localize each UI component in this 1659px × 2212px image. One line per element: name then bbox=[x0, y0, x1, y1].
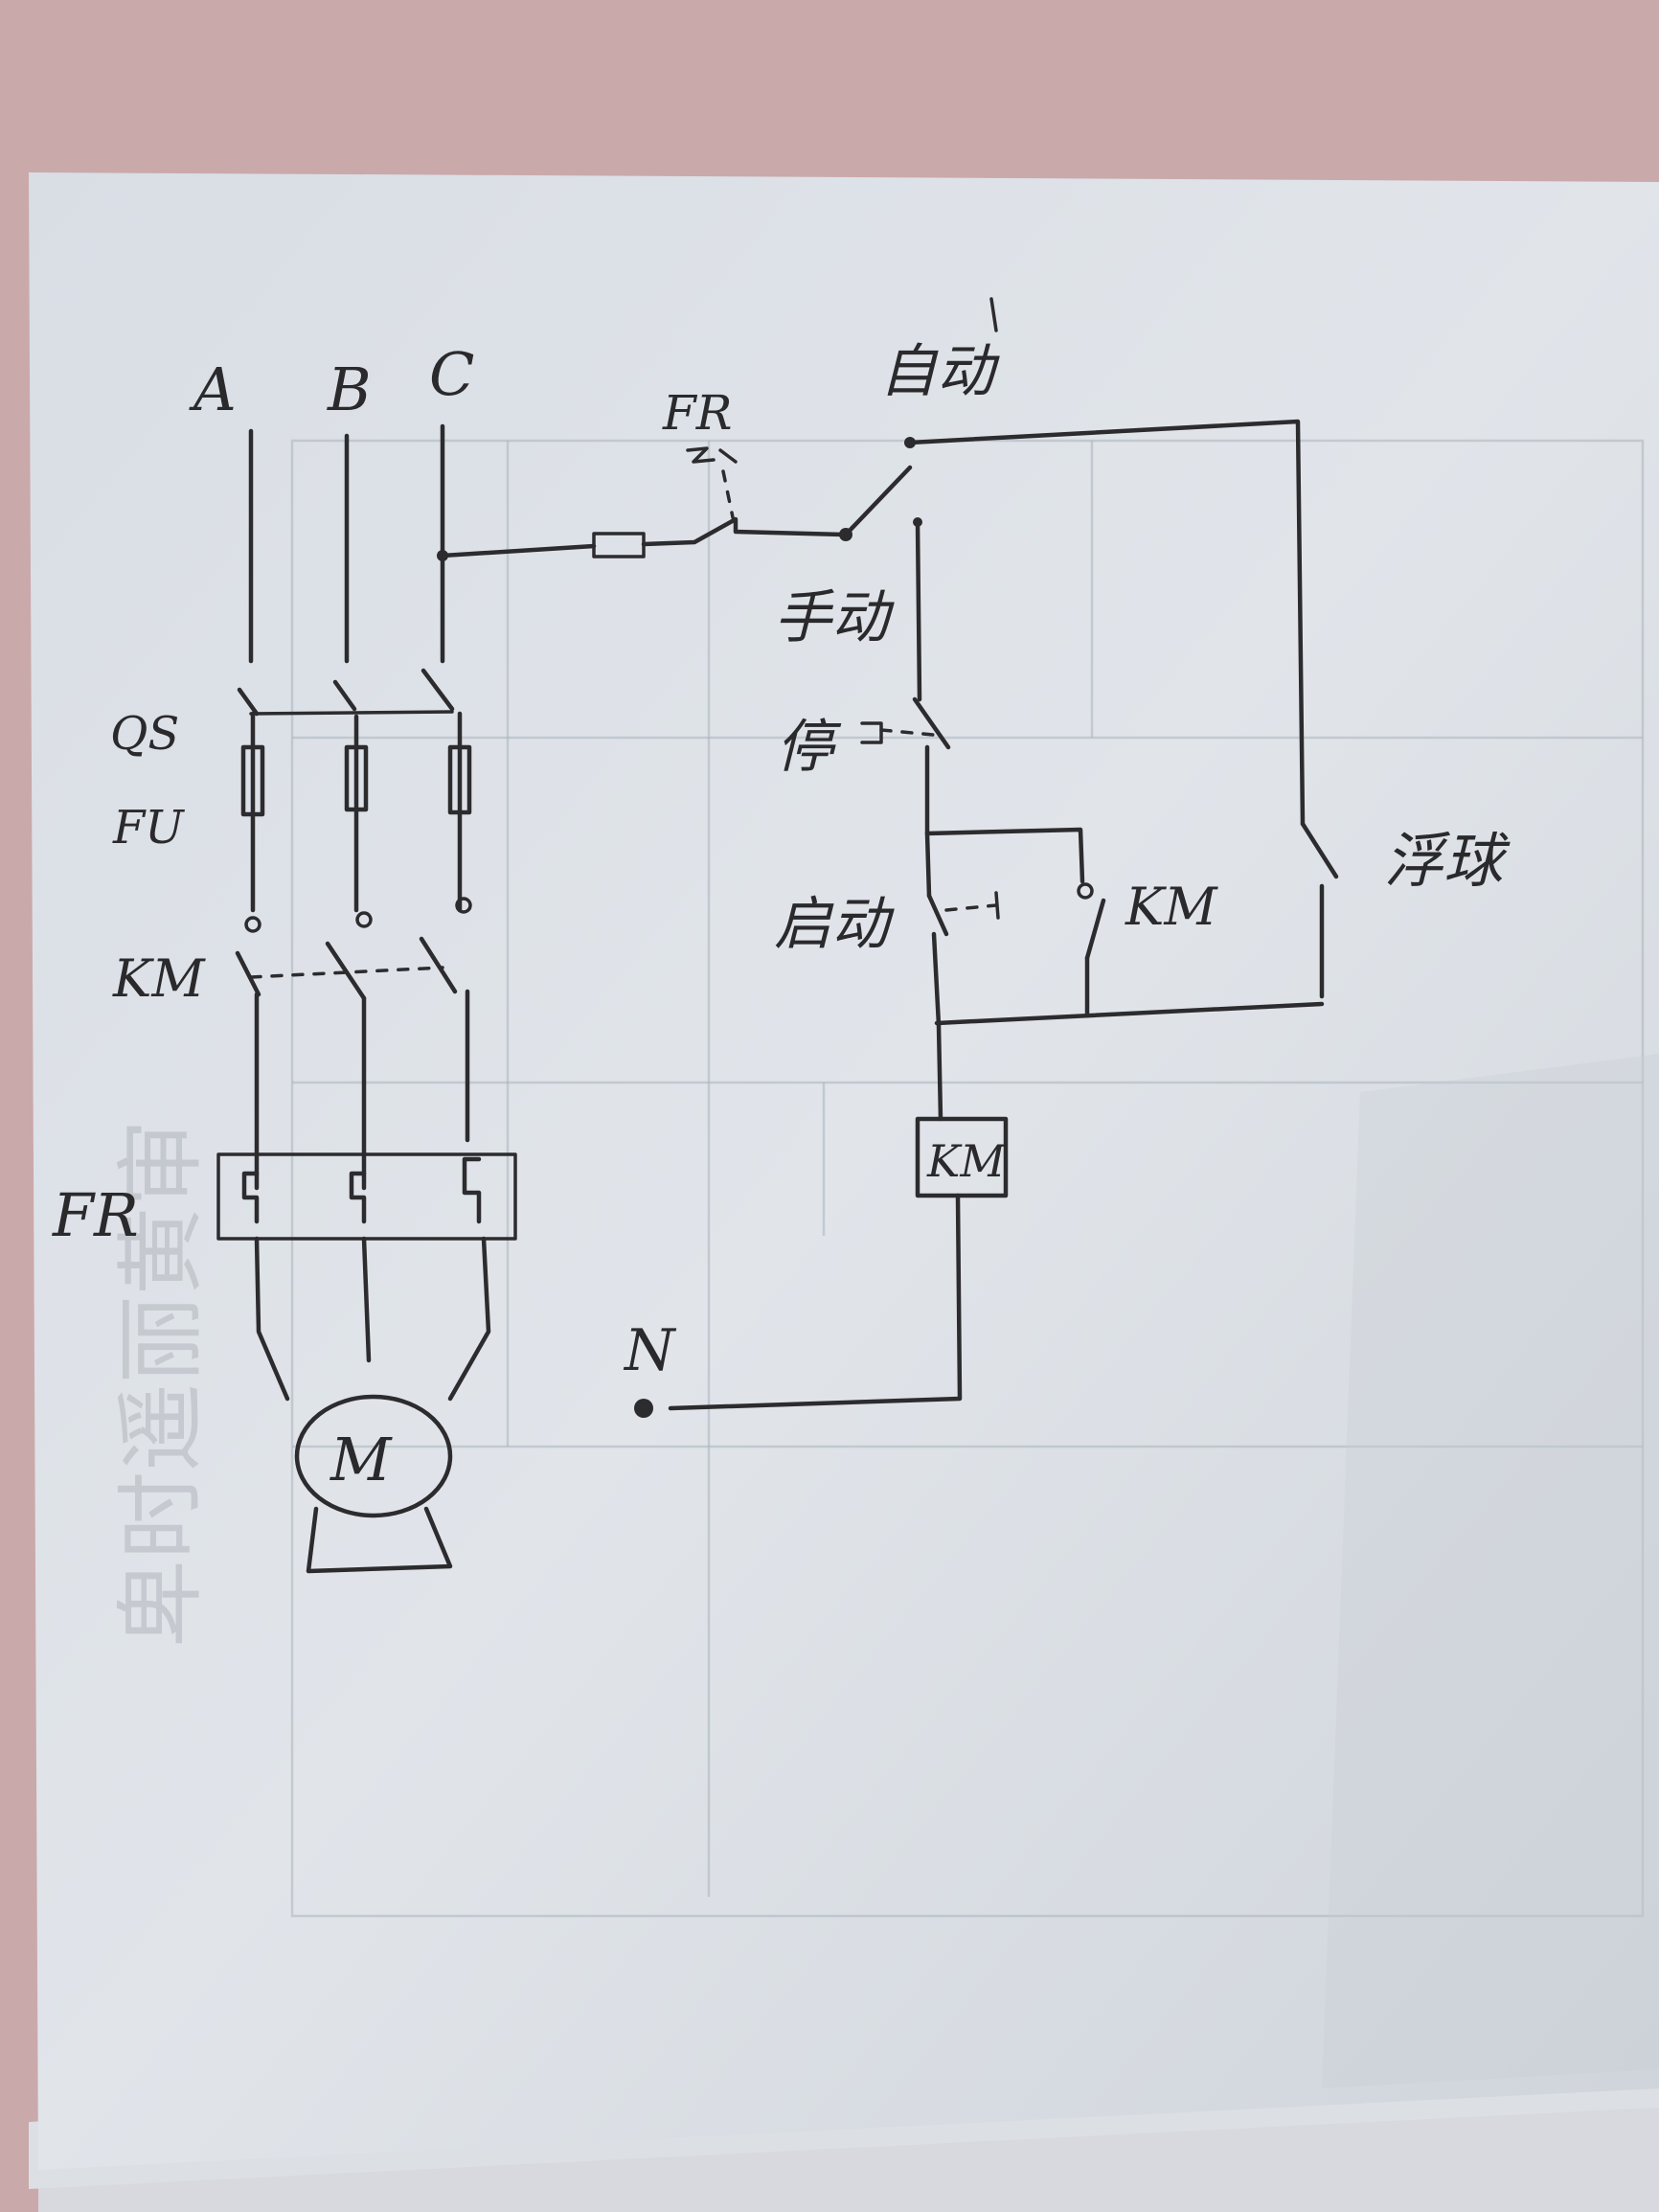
fr-control-label: FR bbox=[662, 385, 732, 441]
qs-label: QS bbox=[110, 707, 179, 761]
motor-symbol bbox=[294, 1394, 453, 1518]
motor-label: M bbox=[330, 1425, 393, 1494]
qs-blade-b bbox=[332, 679, 357, 712]
auto-label-stroke bbox=[989, 297, 998, 332]
km-main-linkage bbox=[249, 966, 444, 979]
control-circuit: FR 自动 手动 浮球 停 KM 启动 bbox=[437, 297, 1511, 1418]
float-switch-blade bbox=[1300, 821, 1339, 879]
thermal-relay-main bbox=[216, 1152, 517, 1241]
wire-b-motor bbox=[361, 1236, 372, 1363]
neutral-terminal-dot bbox=[634, 1399, 653, 1418]
coil-return-wire bbox=[668, 1193, 963, 1411]
stop-button-head bbox=[860, 721, 883, 744]
coil-feed-wire bbox=[936, 1022, 943, 1122]
motor-base bbox=[306, 1506, 453, 1574]
km-aux-label: KM bbox=[1125, 877, 1218, 937]
km-aux-blade bbox=[1084, 898, 1106, 961]
km-coil bbox=[915, 1116, 1009, 1198]
start-button-contact bbox=[926, 893, 949, 937]
manual-branch-wire bbox=[915, 519, 922, 702]
stop-button-linkage bbox=[879, 728, 945, 738]
paper-sheet bbox=[29, 172, 1659, 2170]
fr-nc-contact bbox=[641, 516, 846, 547]
km-main-label: KM bbox=[112, 948, 206, 1009]
phase-a-label: A bbox=[189, 354, 237, 424]
stop-label: 停 bbox=[776, 714, 842, 781]
auto-branch-wire bbox=[907, 419, 1306, 827]
qs-linkage bbox=[249, 710, 454, 716]
start-button-head bbox=[994, 891, 1000, 920]
show-through-text: 卑时遥丽黄审 bbox=[110, 1119, 213, 1648]
fu-label: FU bbox=[112, 801, 185, 855]
start-button-linkage bbox=[944, 903, 998, 912]
control-feed-wire bbox=[440, 543, 597, 559]
start-upper-wire bbox=[924, 831, 932, 899]
auto-label: 自动 bbox=[879, 338, 1000, 405]
wire-c-motor bbox=[447, 1236, 491, 1402]
phase-c-label: C bbox=[429, 339, 474, 409]
phase-b-label: B bbox=[327, 354, 372, 424]
km-contact-c bbox=[419, 936, 458, 994]
manual-label: 手动 bbox=[774, 584, 895, 651]
km-aux-contact-dot bbox=[1077, 882, 1094, 900]
fr-thermal-mark bbox=[686, 446, 738, 464]
km-coil-label: KM bbox=[926, 1135, 1007, 1187]
power-circuit: A B C QS FU KM bbox=[52, 339, 517, 1574]
wire-a-motor bbox=[254, 1236, 290, 1402]
fuse-group bbox=[240, 711, 472, 933]
show-through-grid: 卑时遥丽黄审 bbox=[110, 439, 1645, 1918]
junction-bus-wire bbox=[934, 1001, 1325, 1026]
start-lower-wire bbox=[931, 931, 942, 1028]
qs-blade-a bbox=[237, 687, 260, 717]
neutral-label: N bbox=[623, 1317, 677, 1384]
selector-blade bbox=[843, 465, 913, 537]
qs-blade-c bbox=[420, 668, 455, 712]
start-label: 启动 bbox=[774, 891, 895, 958]
float-switch-label: 浮球 bbox=[1384, 826, 1511, 896]
km-contact-a bbox=[235, 950, 261, 997]
stop-button-contact bbox=[912, 696, 951, 750]
km-contact-b bbox=[325, 941, 367, 1001]
fr-control-linkage bbox=[721, 469, 735, 519]
shadow-overlay bbox=[1322, 1054, 1659, 2088]
km-aux-upper-wire bbox=[924, 827, 1085, 884]
fr-main-label: FR bbox=[52, 1180, 139, 1250]
